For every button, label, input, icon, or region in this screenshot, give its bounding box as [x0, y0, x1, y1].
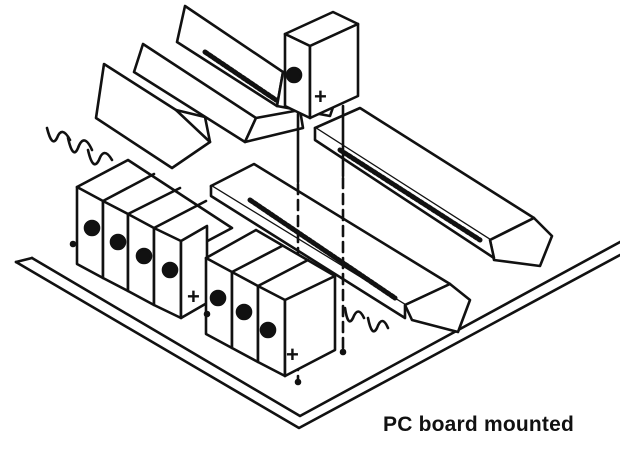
ic-leads-left [45, 126, 114, 166]
capacitor-dot-icon [285, 66, 303, 84]
capacitor-bank-right: + [203, 228, 347, 386]
ic-leads-center [343, 306, 390, 333]
ic-package-back-3 [94, 62, 212, 170]
figure-caption: PC board mounted [383, 413, 575, 436]
svg-text:+: + [286, 342, 299, 367]
ic-package-right [313, 106, 554, 268]
ic-package-center [209, 162, 472, 334]
ic-package-back-2 [132, 42, 305, 144]
pc-board [14, 240, 620, 430]
capacitor-raised: + [283, 10, 360, 384]
capacitor-bank-left: + [69, 158, 234, 320]
svg-text:+: + [187, 284, 200, 309]
plus-icon: + [314, 84, 327, 109]
